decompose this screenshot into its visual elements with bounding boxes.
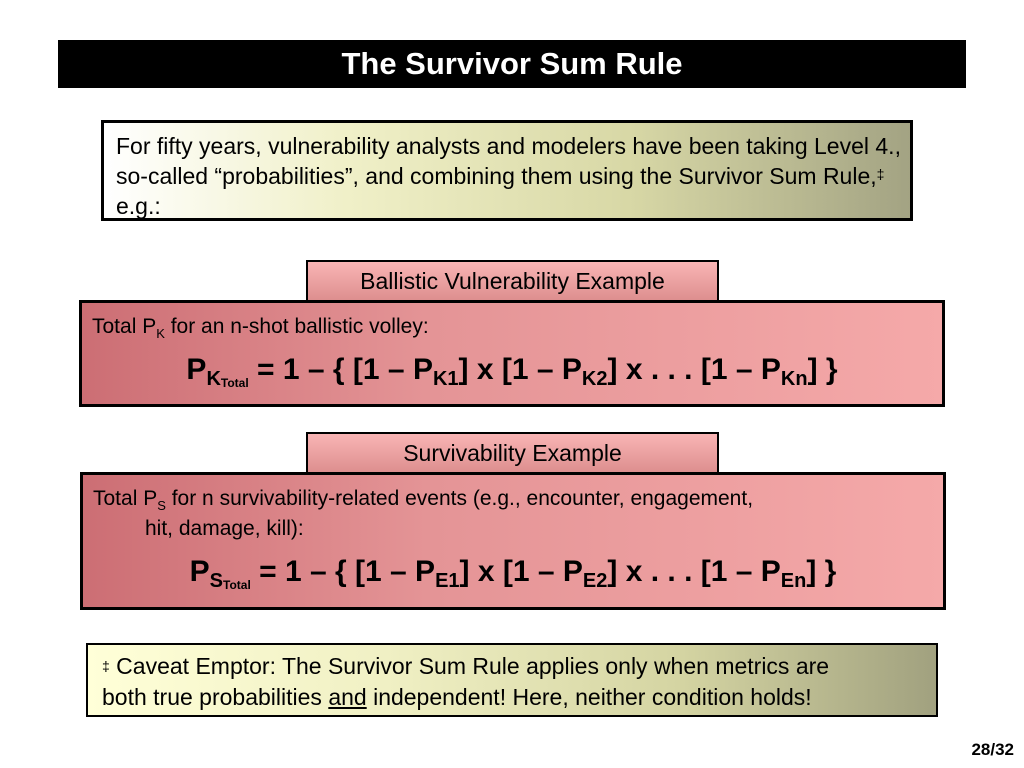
survivability-description-line2: hit, damage, kill): [145, 517, 304, 540]
page-number: 28/32 [971, 740, 1014, 759]
caveat-line2-b: independent! Here, neither condition hol… [366, 684, 812, 710]
intro-tail: e.g.: [116, 193, 161, 219]
caveat-line1-text: Caveat Emptor: The Survivor Sum Rule app… [109, 653, 830, 679]
ballistic-desc-suffix: for an n-shot ballistic volley: [164, 315, 429, 338]
survivability-desc-suffix: for n survivability-related events (e.g.… [165, 487, 754, 510]
survivability-desc-prefix: Total P [93, 487, 158, 510]
ballistic-example-label: Ballistic Vulnerability Example [360, 267, 665, 294]
ballistic-example-tab: Ballistic Vulnerability Example [306, 260, 719, 300]
caveat-dagger-mark: ‡ [102, 658, 110, 674]
ballistic-formula-box: Total PK for an n-shot ballistic volley:… [79, 300, 945, 407]
intro-text: For fifty years, vulnerability analysts … [116, 133, 901, 189]
caveat-underlined-and: and [328, 684, 367, 710]
ballistic-desc-prefix: Total P [92, 315, 157, 338]
survivability-example-label: Survivability Example [403, 439, 622, 466]
ballistic-description: Total PK for an n-shot ballistic volley: [92, 315, 429, 341]
survivability-formula-box: Total PS for n survivability-related eve… [80, 472, 946, 610]
intro-text-box: For fifty years, vulnerability analysts … [101, 120, 913, 221]
ballistic-desc-sub: K [156, 326, 165, 342]
caveat-box: ‡ Caveat Emptor: The Survivor Sum Rule a… [86, 643, 938, 717]
survivability-desc-sub: S [157, 498, 166, 514]
caveat-line-1: ‡ Caveat Emptor: The Survivor Sum Rule a… [102, 651, 936, 682]
caveat-line2-a: both true probabilities [102, 684, 329, 710]
caveat-line-2: both true probabilities and independent!… [102, 682, 936, 713]
survivability-description: Total PS for n survivability-related eve… [93, 487, 753, 513]
slide-title: The Survivor Sum Rule [58, 40, 966, 88]
ballistic-formula: PKTotal = 1 – { [1 – PK1] x [1 – PK2] x … [186, 353, 838, 390]
survivability-formula: PSTotal = 1 – { [1 – PE1] x [1 – PE2] x … [189, 555, 837, 592]
double-dagger-footnote-mark: ‡ [876, 166, 885, 182]
survivability-example-tab: Survivability Example [306, 432, 719, 472]
